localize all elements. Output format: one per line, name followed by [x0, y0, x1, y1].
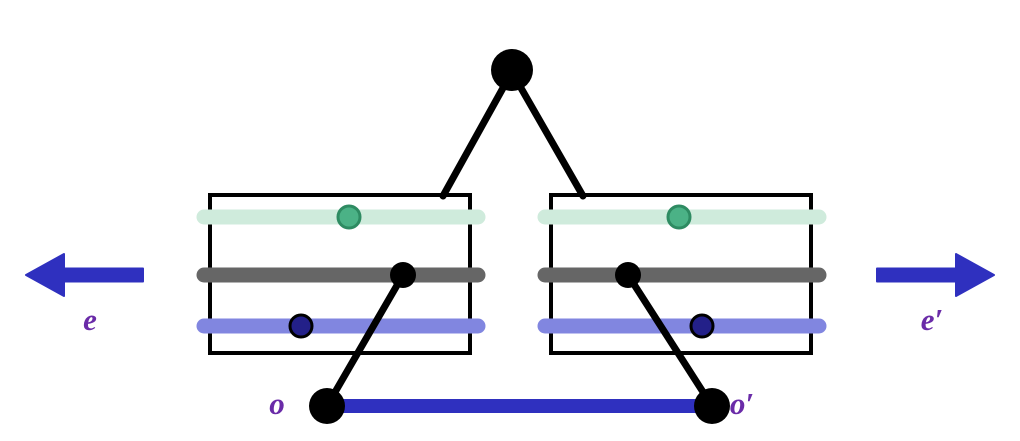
right-green-marker	[666, 204, 692, 230]
source-to-right-lab	[517, 84, 587, 200]
right-emission-arrow	[876, 253, 995, 297]
right-outcome-label: o′	[730, 386, 754, 421]
left-emission-arrow	[25, 253, 144, 297]
left-black-marker	[390, 262, 416, 288]
source-to-left-lab	[439, 84, 507, 200]
left-lab-group: e o	[25, 193, 486, 424]
source-edge-group	[439, 84, 587, 200]
left-green-marker	[336, 204, 362, 230]
source-node	[491, 49, 533, 91]
left-outcome-node	[309, 388, 345, 424]
right-arrow-label: e′	[921, 302, 943, 337]
right-navy-marker	[689, 313, 715, 339]
left-navy-marker	[288, 313, 314, 339]
right-outcome-edge	[624, 271, 716, 410]
left-outcome-edge	[323, 271, 407, 410]
left-outcome-label: o	[269, 386, 285, 421]
right-lab-group: e′ o′	[537, 193, 995, 424]
right-black-marker	[615, 262, 641, 288]
right-outcome-node	[694, 388, 730, 424]
left-arrow-label: e	[83, 302, 97, 337]
